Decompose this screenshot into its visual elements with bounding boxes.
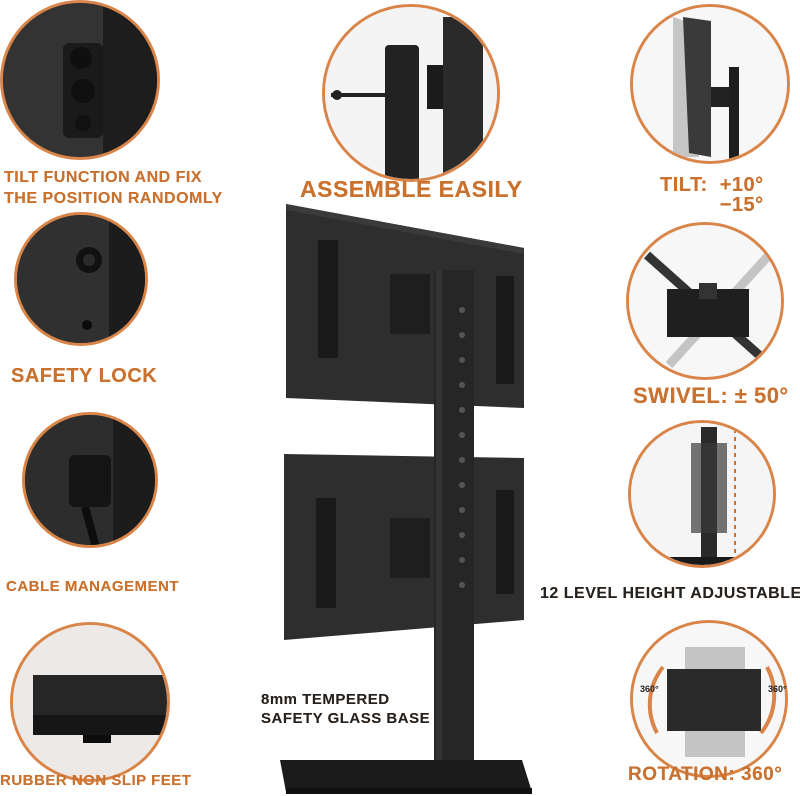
rotation-label: ROTATION: 360° (628, 764, 783, 785)
cable-management-circle (22, 412, 158, 548)
assemble-circle (322, 4, 500, 182)
height-adjust-label: 12 LEVEL HEIGHT ADJUSTABLE (540, 585, 800, 602)
cable-clip-icon (25, 415, 155, 545)
cable-management-label: CABLE MANAGEMENT (6, 578, 179, 595)
height-adjust-icon (631, 423, 773, 565)
tilt-down-value: −15° (719, 194, 764, 216)
rotation-right-value: 360° (768, 684, 787, 694)
rotation-circle (630, 620, 788, 778)
tilt-detail-circle (0, 0, 160, 160)
rubber-foot-icon (13, 625, 167, 779)
tilt-bracket-icon (3, 3, 157, 157)
safety-lock-label: SAFETY LOCK (11, 365, 158, 387)
assemble-easily-label: ASSEMBLE EASILY (300, 176, 523, 202)
tilt-angle-circle (630, 4, 790, 164)
tilt-angle-icon (633, 7, 787, 161)
lock-knob-icon (17, 215, 145, 343)
height-adjust-circle (628, 420, 776, 568)
swivel-label: SWIVEL: ± 50° (633, 383, 789, 408)
dual-monitor-stand-illustration (280, 204, 532, 794)
assembly-pole-icon (325, 7, 497, 179)
glass-base-line2: SAFETY GLASS BASE (261, 710, 431, 727)
tilt-function-line2: THE POSITION RANDOMLY (4, 190, 223, 207)
tilt-function-label: TILT FUNCTION AND FIX THE POSITION RANDO… (4, 167, 223, 209)
swivel-circle (626, 222, 784, 380)
tilt-up-value: +10° (719, 174, 764, 196)
rotation-left-value: 360° (640, 684, 659, 694)
glass-base-callout: 8mm TEMPERED SAFETY GLASS BASE (261, 690, 430, 728)
tilt-angle-label: TILT: +10° −15° (660, 175, 764, 215)
tilt-title: TILT: (660, 174, 708, 196)
glass-base-line1: 8mm TEMPERED (261, 691, 390, 708)
safety-lock-circle (14, 212, 148, 346)
rotation-icon (633, 623, 785, 775)
rubber-feet-label: RUBBER NON SLIP FEET (0, 772, 192, 789)
rubber-feet-circle (10, 622, 170, 782)
swivel-icon (629, 225, 781, 377)
tilt-function-line1: TILT FUNCTION AND FIX (4, 169, 203, 186)
